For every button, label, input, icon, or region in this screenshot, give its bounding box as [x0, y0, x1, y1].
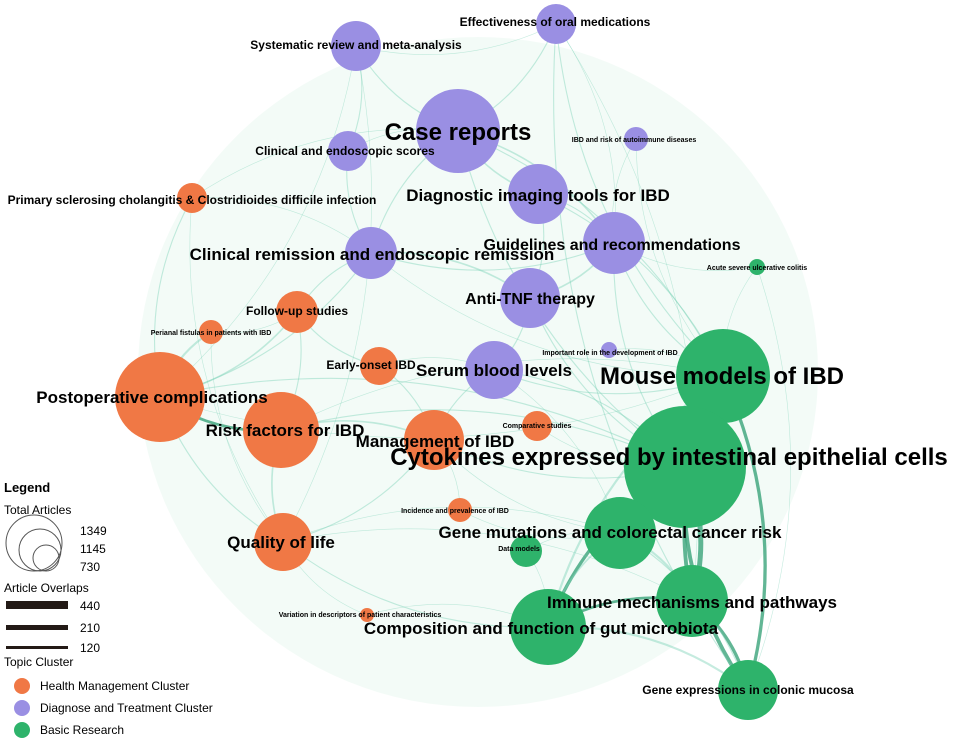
legend-total-articles-title: Total Articles: [4, 503, 71, 517]
edge-clinical-remission-guidelines: [370, 242, 615, 271]
legend-overlap-440: 440: [80, 599, 100, 613]
node-ibd-autoimmune: [624, 127, 648, 151]
node-risk-factors: [243, 392, 319, 468]
node-label-effectiveness-oral: Effectiveness of oral medications: [460, 15, 651, 29]
node-important-role: [601, 342, 617, 358]
node-clinical-endoscopic-scores: [328, 131, 368, 171]
legend-cluster-dot-basic-research: [14, 722, 30, 738]
edge-psc-cdi-quality-of-life: [189, 197, 284, 543]
edge-acute-severe-uc-gene-expressions: [747, 266, 791, 691]
node-anti-tnf: [500, 268, 560, 328]
node-quality-of-life: [254, 513, 312, 571]
node-label-acute-severe-uc: Acute severe ulcerative colitis: [707, 265, 807, 272]
node-case-reports: [416, 89, 500, 173]
legend-overlap-bar-440: [6, 601, 68, 609]
node-serum-blood: [465, 341, 523, 399]
node-label-quality-of-life: Quality of life: [227, 533, 335, 552]
edge-clinical-remission-mouse-models: [370, 252, 724, 377]
node-label-data-models: Data models: [498, 546, 540, 553]
node-guidelines: [583, 212, 645, 274]
node-acute-severe-uc: [749, 259, 765, 275]
node-label-anti-tnf: Anti-TNF therapy: [465, 291, 595, 308]
legend-total-articles-730: 730: [80, 560, 100, 574]
node-label-gene-mutations: Gene mutations and colorectal cancer ris…: [439, 523, 783, 542]
legend-overlap-120: 120: [80, 641, 100, 655]
node-perianal-fistulas: [199, 320, 223, 344]
node-label-cytokines: Cytokines expressed by intestinal epithe…: [390, 444, 948, 471]
node-effectiveness-oral: [536, 4, 576, 44]
legend-cluster-dot-health-management: [14, 678, 30, 694]
legend-cluster-health-management: Health Management Cluster: [40, 679, 189, 693]
node-label-serum-blood: Serum blood levels: [416, 361, 572, 380]
label-layer: Effectiveness of oral medicationsSystema…: [8, 15, 948, 697]
node-label-immune-mechanisms: Immune mechanisms and pathways: [547, 593, 837, 612]
node-postoperative: [115, 352, 205, 442]
node-comparative: [522, 411, 552, 441]
edge-systematic-review-postoperative: [159, 45, 357, 398]
node-immune-mechanisms: [656, 565, 728, 637]
legend-title: Legend: [4, 480, 50, 495]
node-label-variation-descriptors: Variation in descriptors of patient char…: [279, 612, 442, 619]
node-label-psc-cdi: Primary sclerosing cholangitis & Clostri…: [8, 193, 377, 207]
node-data-models: [510, 535, 542, 567]
node-label-clinical-remission: Clinical remission and endoscopic remiss…: [190, 245, 555, 264]
node-cytokines: [624, 406, 746, 528]
node-label-guidelines: Guidelines and recommendations: [484, 237, 741, 254]
node-label-follow-up: Follow-up studies: [246, 304, 348, 318]
node-label-comparative: Comparative studies: [503, 423, 572, 430]
node-psc-cdi: [177, 183, 207, 213]
node-label-incidence: Incidence and prevalence of IBD: [401, 508, 509, 515]
node-variation-descriptors: [360, 608, 374, 622]
node-label-ibd-autoimmune: IBD and risk of autoimmune diseases: [572, 137, 697, 144]
node-label-perianal-fistulas: Perianal fistulas in patients with IBD: [151, 330, 272, 337]
node-clinical-remission: [345, 227, 397, 279]
legend-overlap-210: 210: [80, 621, 100, 635]
node-diagnostic-imaging: [508, 164, 568, 224]
node-label-case-reports: Case reports: [385, 119, 532, 146]
node-gut-microbiota: [510, 589, 586, 665]
legend-article-overlaps-title: Article Overlaps: [4, 581, 89, 595]
edge-perianal-fistulas-quality-of-life: [210, 331, 284, 543]
legend-topic-cluster-title: Topic Cluster: [4, 655, 73, 669]
legend-total-articles-1349: 1349: [80, 524, 107, 538]
legend: Legend Total Articles 1349 1145 730 Arti…: [4, 480, 213, 738]
legend-cluster-diagnose-treatment: Diagnose and Treatment Cluster: [40, 701, 213, 715]
node-gene-mutations: [584, 497, 656, 569]
edge-systematic-review-effectiveness-oral: [355, 23, 557, 55]
edge-systematic-review-quality-of-life: [282, 45, 372, 543]
node-early-onset: [360, 347, 398, 385]
legend-total-articles-1145: 1145: [80, 542, 106, 556]
node-mouse-models: [676, 329, 770, 423]
legend-overlap-bar-210: [6, 625, 68, 630]
node-label-clinical-endoscopic-scores: Clinical and endoscopic scores: [255, 144, 435, 158]
legend-cluster-basic-research: Basic Research: [40, 723, 124, 737]
node-label-mouse-models: Mouse models of IBD: [600, 363, 844, 390]
node-label-postoperative: Postoperative complications: [36, 388, 267, 407]
node-follow-up: [276, 291, 318, 333]
node-label-gut-microbiota: Composition and function of gut microbio…: [364, 619, 719, 638]
edge-postoperative-cytokines: [159, 377, 686, 468]
node-label-risk-factors: Risk factors for IBD: [206, 421, 365, 440]
legend-overlap-bar-120: [6, 646, 68, 649]
node-label-management: Management of IBD: [356, 432, 515, 451]
legend-size-circle-medium: [18, 528, 62, 572]
node-layer: [115, 4, 778, 720]
legend-size-circle-large: [5, 514, 63, 572]
node-systematic-review: [331, 21, 381, 71]
node-label-gene-expressions: Gene expressions in colonic mucosa: [642, 683, 854, 697]
node-incidence: [448, 498, 472, 522]
node-label-early-onset: Early-onset IBD: [326, 358, 416, 372]
node-label-important-role: Important role in the development of IBD: [542, 350, 677, 357]
edge-quality-of-life-immune-mechanisms: [282, 528, 693, 602]
legend-size-circle-small: [32, 544, 60, 572]
node-label-diagnostic-imaging: Diagnostic imaging tools for IBD: [406, 186, 670, 205]
legend-cluster-dot-diagnose-treatment: [14, 700, 30, 716]
node-label-systematic-review: Systematic review and meta-analysis: [250, 38, 462, 52]
node-management: [404, 410, 464, 470]
node-gene-expressions: [718, 660, 778, 720]
